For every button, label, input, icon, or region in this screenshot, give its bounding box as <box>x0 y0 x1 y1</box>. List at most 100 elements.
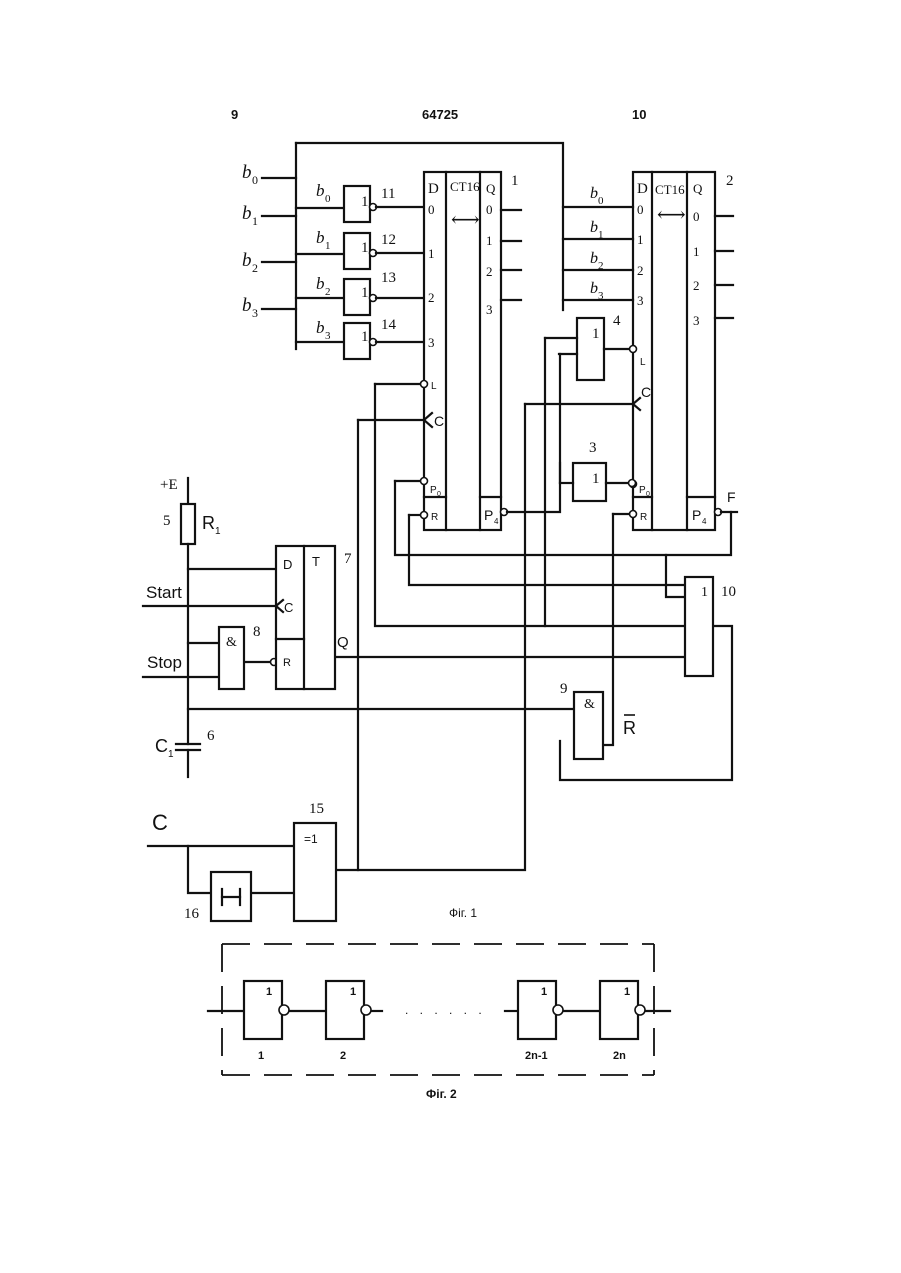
svg-text:1: 1 <box>266 986 272 998</box>
svg-text:2: 2 <box>693 278 700 293</box>
svg-text:13: 13 <box>381 270 396 286</box>
inverter-11: 1 b 0 11 <box>316 181 424 222</box>
svg-text:⟷: ⟷ <box>451 209 480 231</box>
svg-text:2n-1: 2n-1 <box>525 1050 548 1062</box>
svg-text:16: 16 <box>184 906 200 922</box>
svg-text:1: 1 <box>350 986 356 998</box>
svg-text:&: & <box>584 697 595 712</box>
svg-text:b: b <box>242 295 252 316</box>
signal-lines: Start Stop <box>143 569 276 677</box>
inverter-14: 1 b 3 14 <box>316 317 424 359</box>
svg-text:1: 1 <box>325 240 331 252</box>
svg-text:R: R <box>431 512 438 523</box>
svg-text:0: 0 <box>252 173 258 187</box>
svg-text:1: 1 <box>541 986 547 998</box>
counter-1: D 0 1 2 3 L C P 0 R CT16 ⟷ Q 0 1 2 3 P 4… <box>421 172 522 530</box>
svg-text:2n: 2n <box>613 1050 626 1062</box>
svg-text:8: 8 <box>253 624 261 640</box>
svg-text:b: b <box>590 185 598 202</box>
svg-text:b: b <box>242 250 252 271</box>
patent-number: 64725 <box>422 107 458 122</box>
svg-text:0: 0 <box>428 202 435 217</box>
svg-text:0: 0 <box>598 195 604 207</box>
svg-text:Q: Q <box>486 181 496 196</box>
svg-text:0: 0 <box>325 193 331 205</box>
svg-text:3: 3 <box>589 440 597 456</box>
svg-text:=1: =1 <box>304 832 318 846</box>
svg-text:CT16: CT16 <box>450 179 480 194</box>
svg-text:Q: Q <box>693 181 703 196</box>
svg-text:10: 10 <box>721 584 736 600</box>
svg-text:b: b <box>316 181 325 200</box>
svg-text:4: 4 <box>494 517 499 526</box>
svg-text:3: 3 <box>252 306 258 320</box>
counter2-inputs: b 0 b 1 b 2 b 3 <box>563 185 633 302</box>
svg-text:1: 1 <box>361 285 369 301</box>
svg-text:2: 2 <box>428 290 435 305</box>
fig2-gate-2n: 1 2n <box>600 981 645 1062</box>
svg-text:2: 2 <box>340 1050 346 1062</box>
input-b2-label: b 2 <box>242 250 258 275</box>
svg-text:R: R <box>283 657 291 669</box>
svg-text:b: b <box>316 318 325 337</box>
svg-text:11: 11 <box>381 186 395 202</box>
svg-text:1: 1 <box>592 326 600 342</box>
resistor-5: +E 5 R 1 <box>160 477 221 744</box>
gate-15: =1 15 <box>294 801 336 921</box>
svg-text:b: b <box>242 162 252 183</box>
svg-text:4: 4 <box>613 313 621 329</box>
svg-text:1: 1 <box>693 244 700 259</box>
svg-text:1: 1 <box>168 749 174 760</box>
svg-text:1: 1 <box>592 471 600 487</box>
fig2-gate-2n-1: 1 2n-1 <box>518 981 563 1062</box>
svg-text:2: 2 <box>252 261 258 275</box>
svg-text:b: b <box>590 219 598 236</box>
svg-text:3: 3 <box>428 335 435 350</box>
svg-text:0: 0 <box>486 202 493 217</box>
svg-text:3: 3 <box>598 290 604 302</box>
svg-text:&: & <box>226 635 237 650</box>
svg-text:1: 1 <box>511 173 519 189</box>
svg-text:4: 4 <box>702 517 707 526</box>
svg-text:2: 2 <box>726 173 734 189</box>
svg-text:3: 3 <box>486 302 493 317</box>
svg-text:D: D <box>283 557 292 572</box>
svg-text:3: 3 <box>325 330 331 342</box>
svg-text:P: P <box>484 507 493 523</box>
svg-text:Q: Q <box>337 634 349 651</box>
delay-16: 16 <box>184 872 251 922</box>
svg-text:12: 12 <box>381 232 396 248</box>
svg-text:7: 7 <box>344 551 352 567</box>
svg-text:1: 1 <box>258 1050 264 1062</box>
start-label: Start <box>146 583 182 602</box>
svg-text:C: C <box>641 384 651 400</box>
fig2-ellipsis: . . . . . . <box>405 1003 486 1017</box>
svg-text:1: 1 <box>215 526 221 537</box>
input-b3-label: b 3 <box>242 295 258 320</box>
svg-text:CT16: CT16 <box>655 182 685 197</box>
svg-text:L: L <box>640 357 646 368</box>
svg-text:0: 0 <box>637 202 644 217</box>
svg-text:R: R <box>640 512 647 523</box>
svg-text:P: P <box>639 485 646 496</box>
capacitor-6: C 1 6 <box>155 728 215 777</box>
fig1-caption: Фіг. 1 <box>449 906 477 920</box>
svg-text:b: b <box>590 250 598 267</box>
svg-text:0: 0 <box>437 491 441 498</box>
svg-text:1: 1 <box>486 233 493 248</box>
svg-text:1: 1 <box>428 246 435 261</box>
svg-text:1: 1 <box>252 214 258 228</box>
svg-text:D: D <box>637 181 648 197</box>
svg-text:L: L <box>431 381 437 392</box>
svg-text:2: 2 <box>637 263 644 278</box>
svg-text:0: 0 <box>693 209 700 224</box>
svg-text:D: D <box>428 181 439 197</box>
counter-2: D 0 1 2 3 L C P 0 R CT16 ⟷ Q 0 1 2 3 P 4… <box>630 172 736 530</box>
right-page-number: 10 <box>632 107 646 122</box>
page-header: 9 64725 10 <box>231 107 646 122</box>
output-f-label: F <box>727 489 736 505</box>
svg-text:1: 1 <box>361 240 369 256</box>
fig2-gate-1: 1 1 <box>244 981 289 1062</box>
svg-text:1: 1 <box>598 229 604 241</box>
